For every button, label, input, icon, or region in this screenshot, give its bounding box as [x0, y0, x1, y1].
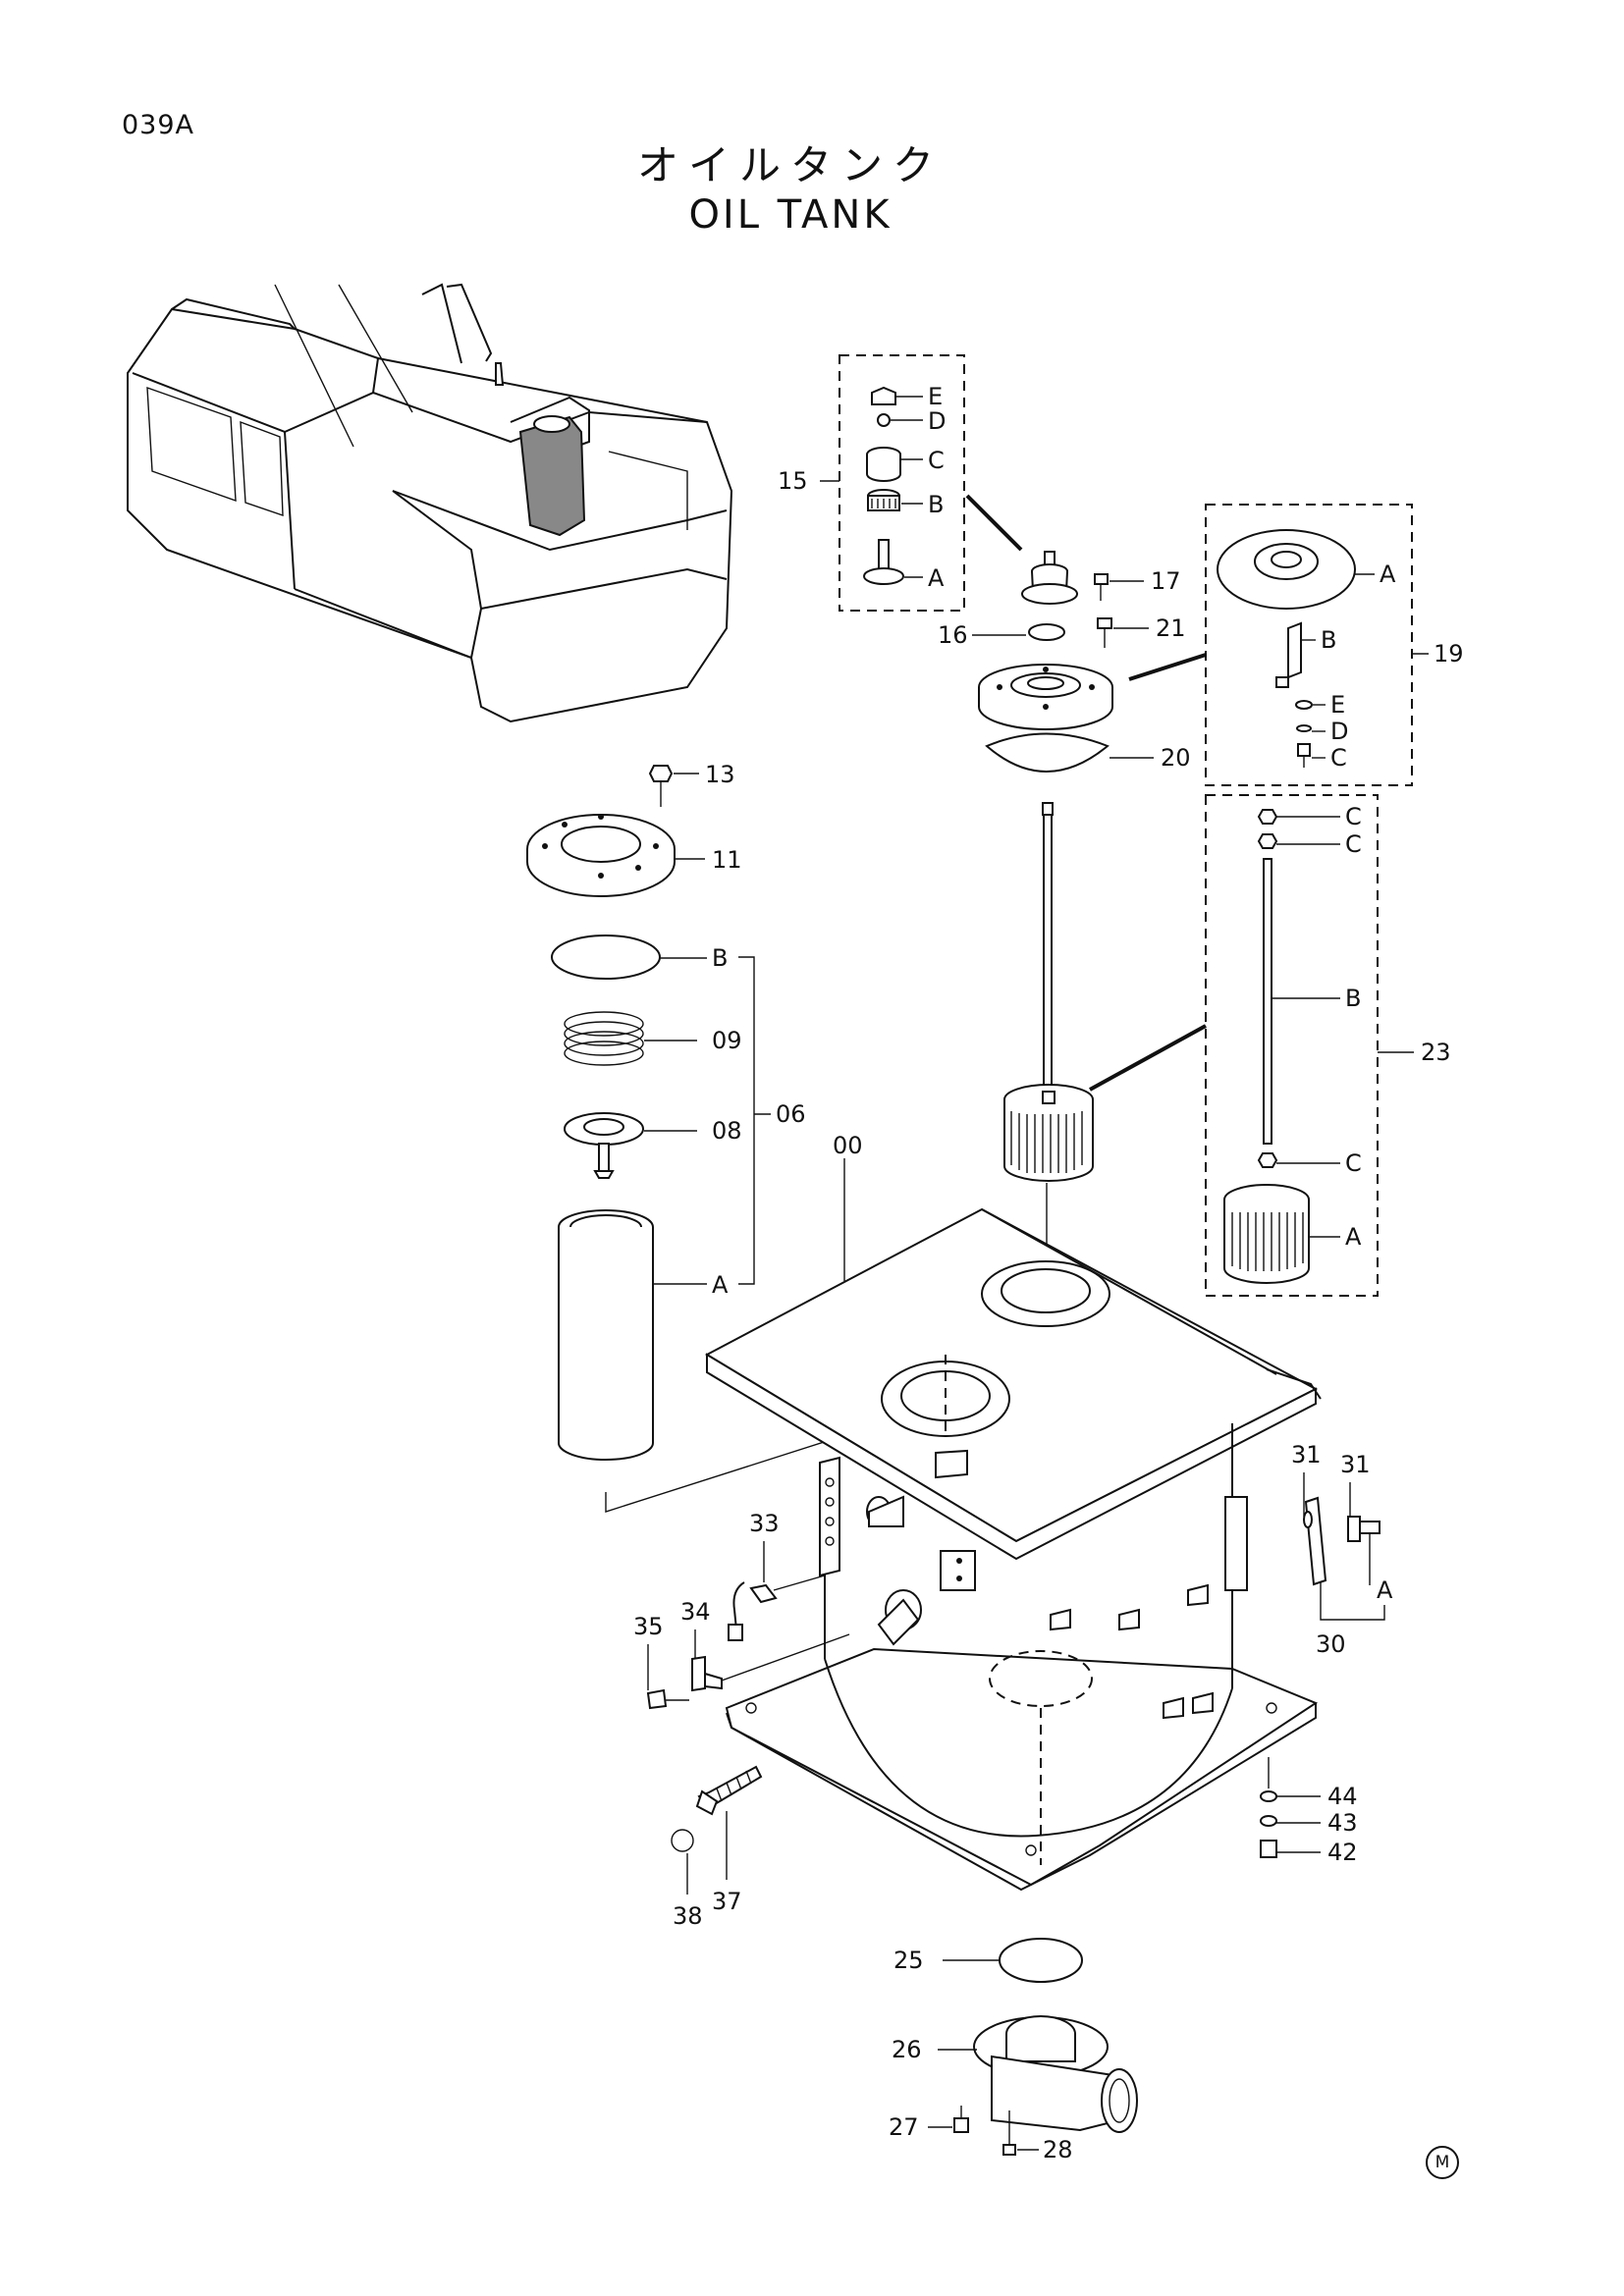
callout-25: 25: [893, 1947, 924, 1974]
callout-20: 20: [1161, 744, 1191, 772]
callout-38: 38: [673, 1902, 703, 1930]
label-23-C2: C: [1345, 830, 1362, 858]
label-15-B: B: [928, 491, 944, 518]
callout-17: 17: [1151, 567, 1181, 595]
label-15-A: A: [928, 564, 945, 592]
label-19-D: D: [1330, 718, 1348, 745]
label-23-B: B: [1345, 985, 1361, 1012]
callout-27: 27: [889, 2113, 919, 2141]
label-19-B: B: [1321, 626, 1336, 654]
callout-28: 28: [1043, 2136, 1073, 2163]
suction-elbow: 25 26 27 28: [889, 1938, 1138, 2163]
title-english: OIL TANK: [688, 192, 893, 238]
label-23-A: A: [1345, 1223, 1362, 1251]
callout-31-b: 31: [1340, 1451, 1371, 1478]
oil-tank-body: 00: [704, 1132, 1322, 1892]
label-19-C: C: [1330, 744, 1347, 772]
callout-11: 11: [712, 846, 742, 874]
return-filter: [1003, 802, 1094, 1296]
title-japanese: オイルタンク: [636, 141, 944, 189]
callout-26: 26: [892, 2036, 922, 2063]
label-15-E: E: [928, 383, 943, 410]
label-19-A: A: [1380, 561, 1396, 588]
callout-21: 21: [1156, 614, 1186, 642]
callout-19: 19: [1434, 640, 1464, 667]
callout-34: 34: [680, 1598, 711, 1626]
label-06-B: B: [712, 944, 728, 972]
callout-37: 37: [712, 1888, 742, 1915]
callout-15: 15: [778, 467, 808, 495]
label-19-E: E: [1330, 691, 1345, 719]
label-06-A: A: [712, 1271, 729, 1299]
callout-42: 42: [1327, 1839, 1358, 1866]
label-23-C3: C: [1345, 1149, 1362, 1177]
callout-13: 13: [705, 761, 735, 788]
group-23-filter-kit: C C B C A 23: [1089, 794, 1451, 1297]
callout-43: 43: [1327, 1809, 1358, 1837]
group-15-breather-kit: E D C B A 15: [778, 354, 1023, 612]
m-mark: M: [1426, 2146, 1459, 2179]
callout-08: 08: [712, 1117, 742, 1145]
callout-33: 33: [749, 1510, 780, 1537]
excavator-overview: [127, 283, 733, 723]
label-15-D: D: [928, 407, 946, 435]
suction-filter-parts: 13 11 B 09 08 A 06: [526, 761, 914, 1513]
label-30-A: A: [1377, 1576, 1393, 1604]
breather-assembly: 17 16 21 20: [938, 551, 1207, 773]
callout-09: 09: [712, 1027, 742, 1054]
callout-30: 30: [1316, 1630, 1346, 1658]
callout-35: 35: [633, 1613, 664, 1640]
callout-06: 06: [776, 1100, 806, 1128]
label-23-C1: C: [1345, 803, 1362, 830]
callout-31-a: 31: [1291, 1441, 1322, 1468]
cover-plate-fasteners: A 31 31 30 44 43 42: [1260, 1441, 1393, 1866]
callout-00: 00: [833, 1132, 863, 1159]
drain-fittings: 33 34 35 37 38: [633, 1510, 850, 1930]
label-15-C: C: [928, 447, 945, 474]
group-19-cover-kit: A B E D C 19: [1205, 504, 1464, 786]
callout-16: 16: [938, 621, 968, 649]
callout-44: 44: [1327, 1783, 1358, 1810]
page-code: 039A: [122, 110, 195, 140]
callout-23: 23: [1421, 1039, 1451, 1066]
